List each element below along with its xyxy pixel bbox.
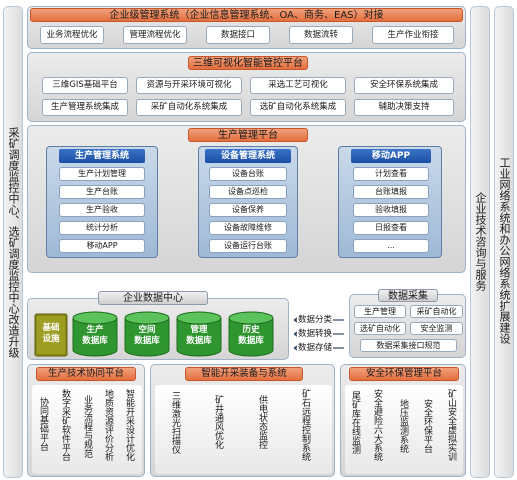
platform-3d-row2-1: 采矿自动化系统集成: [136, 99, 242, 116]
db-history-label: 历史 数据库: [238, 325, 264, 346]
db-production: 生产 数据库: [72, 311, 118, 357]
right-column-consulting: 企业技术咨询与服务: [470, 6, 490, 478]
mobile-app-item-3: 日报查看: [353, 221, 429, 235]
bottom-middle-item-1: 矿井通风优化: [213, 395, 223, 449]
bottom-middle-band: 智能开采装备与系统 三维激光扫描仪 矿井通风优化 供电状态监控 矿石远程控制系统: [150, 364, 335, 477]
bottom-left-title: 生产技术协同平台: [36, 367, 136, 381]
top-item-3: 数据流转: [289, 26, 353, 44]
db-spatial: 空间 数据库: [124, 311, 170, 357]
top-item-2: 数据接口: [206, 26, 270, 44]
bottom-right-title: 安全环保管理平台: [349, 367, 459, 381]
platform-3d-row1-0: 三维GIS基础平台: [42, 77, 128, 94]
flow-label-2: 数据存储: [297, 341, 334, 353]
right-column-consulting-label: 企业技术咨询与服务: [474, 192, 487, 291]
bottom-right-item-0: 尾矿库在线监测: [350, 391, 360, 454]
mobile-app-card: 移动APP 计划查看 台账填报 验收填报 日报查看 ...: [338, 146, 442, 258]
bottom-right-strip: [345, 385, 463, 474]
production-mgmt-item-3: 统计分析: [59, 221, 145, 235]
bottom-middle-item-2: 供电状态监控: [257, 395, 267, 449]
equipment-mgmt-item-2: 设备保养: [209, 203, 287, 217]
production-mgmt-card-title: 生产管理系统: [59, 149, 145, 163]
data-center-title: 企业数据中心: [98, 291, 208, 305]
data-collection-band: 数据采集 生产管理 采矿自动化 选矿自动化 安全监测 数据采集接口规范: [349, 289, 466, 358]
production-platform-band: 生产管理平台 生产管理系统 生产计划管理 生产台账 生产验收 统计分析 移动AP…: [27, 125, 466, 273]
platform-3d-row2-2: 选矿自动化系统集成: [250, 99, 346, 116]
db-infrastructure: 基础 设施: [34, 313, 68, 357]
db-production-label: 生产 数据库: [82, 325, 108, 346]
bottom-right-item-2: 地压监测系统: [398, 399, 408, 453]
bottom-right-item-3: 安全环保平台: [422, 399, 432, 453]
platform-3d-band: 三维可视化智能管控平台 三维GIS基础平台 资源与开采环境可视化 采选工艺可视化…: [27, 52, 466, 122]
data-collection-item-0: 生产管理: [354, 305, 406, 318]
db-management: 管理 数据库: [176, 311, 222, 357]
mobile-app-item-4: ...: [353, 239, 429, 253]
bottom-middle-item-0: 三维激光扫描仪: [170, 391, 180, 454]
data-collection-item-3: 安全监测: [410, 322, 463, 335]
mobile-app-card-title: 移动APP: [351, 149, 431, 163]
equipment-mgmt-item-3: 设备故障维修: [209, 221, 287, 235]
mobile-app-item-1: 台账填报: [353, 185, 429, 199]
flow-label-0: 数据分类: [297, 313, 334, 325]
bottom-left-item-1: 数字采矿软件平台: [60, 389, 70, 461]
production-mgmt-card: 生产管理系统 生产计划管理 生产台账 生产验收 统计分析 移动APP: [46, 146, 158, 258]
flow-label-1: 数据转换: [297, 327, 334, 339]
left-column-panel: 采矿调度监控中心、选矿调度监控中心改造升级: [3, 6, 23, 478]
platform-3d-row2-3: 辅助决策支持: [354, 99, 454, 116]
bottom-middle-item-3: 矿石远程控制系统: [300, 389, 310, 461]
db-spatial-label: 空间 数据库: [134, 325, 160, 346]
production-mgmt-item-4: 移动APP: [59, 239, 145, 253]
equipment-mgmt-item-4: 设备运行台账: [209, 239, 287, 253]
bottom-left-item-3: 地质资源评价分析: [103, 389, 113, 461]
bottom-right-item-1: 安全避险六大系统: [372, 389, 382, 461]
production-platform-title: 生产管理平台: [188, 128, 308, 142]
top-item-4: 生产作业衔接: [372, 26, 454, 44]
production-mgmt-item-0: 生产计划管理: [59, 167, 145, 181]
platform-3d-row1-3: 安全环保系统集成: [354, 77, 454, 94]
data-collection-title: 数据采集: [378, 289, 438, 302]
data-center-band: 企业数据中心 基础 设施 生产 数据库 空间 数据库 管理 数据库: [27, 291, 289, 360]
bottom-middle-title: 智能开采装备与系统: [185, 367, 303, 381]
db-history: 历史 数据库: [228, 311, 274, 357]
enterprise-system-title: 企业级管理系统（企业信息管理系统、OA、商务、EAS）对接: [30, 8, 463, 22]
top-item-1: 管理流程优化: [123, 26, 187, 44]
right-column-network: 工业网络系统和办公网络系统扩展建设: [494, 6, 514, 478]
equipment-mgmt-item-0: 设备台账: [209, 167, 287, 181]
top-item-0: 业务流程优化: [40, 26, 104, 44]
db-infrastructure-label: 基础 设施: [42, 323, 60, 344]
bottom-left-band: 生产技术协同平台 协同基础平台 数字采矿软件平台 业务流程与规范 地质资源评价分…: [27, 364, 145, 477]
data-collection-item-4: 数据采集接口规范: [360, 339, 457, 352]
platform-3d-title: 三维可视化智能管控平台: [188, 56, 308, 70]
platform-3d-row2-0: 生产管理系统集成: [42, 99, 128, 116]
production-mgmt-item-2: 生产验收: [59, 203, 145, 217]
bottom-left-strip: [32, 385, 142, 474]
data-collection-item-1: 采矿自动化: [410, 305, 463, 318]
platform-3d-row1-2: 采选工艺可视化: [250, 77, 346, 94]
production-mgmt-item-1: 生产台账: [59, 185, 145, 199]
data-collection-item-2: 选矿自动化: [354, 322, 406, 335]
equipment-mgmt-card-title: 设备管理系统: [205, 149, 291, 163]
bottom-middle-strip: [155, 385, 332, 474]
bottom-right-item-4: 矿山安全虚拟实训: [446, 389, 456, 461]
bottom-left-item-2: 业务流程与规范: [82, 395, 92, 458]
right-column-network-label: 工业网络系统和办公网络系统扩展建设: [498, 157, 511, 344]
mobile-app-item-2: 验收填报: [353, 203, 429, 217]
bottom-left-item-0: 协同基础平台: [38, 397, 48, 451]
platform-3d-row1-1: 资源与开采环境可视化: [136, 77, 242, 94]
equipment-mgmt-card: 设备管理系统 设备台账 设备点巡检 设备保养 设备故障维修 设备运行台账: [198, 146, 298, 258]
db-management-label: 管理 数据库: [186, 325, 212, 346]
equipment-mgmt-item-1: 设备点巡检: [209, 185, 287, 199]
bottom-left-item-4: 智能开采设计优化: [124, 389, 134, 461]
mobile-app-item-0: 计划查看: [353, 167, 429, 181]
bottom-right-band: 安全环保管理平台 尾矿库在线监测 安全避险六大系统 地压监测系统 安全环保平台 …: [340, 364, 466, 477]
enterprise-system-band: 企业级管理系统（企业信息管理系统、OA、商务、EAS）对接 业务流程优化 管理流…: [27, 6, 466, 49]
left-column-label: 采矿调度监控中心、选矿调度监控中心改造升级: [7, 127, 20, 358]
